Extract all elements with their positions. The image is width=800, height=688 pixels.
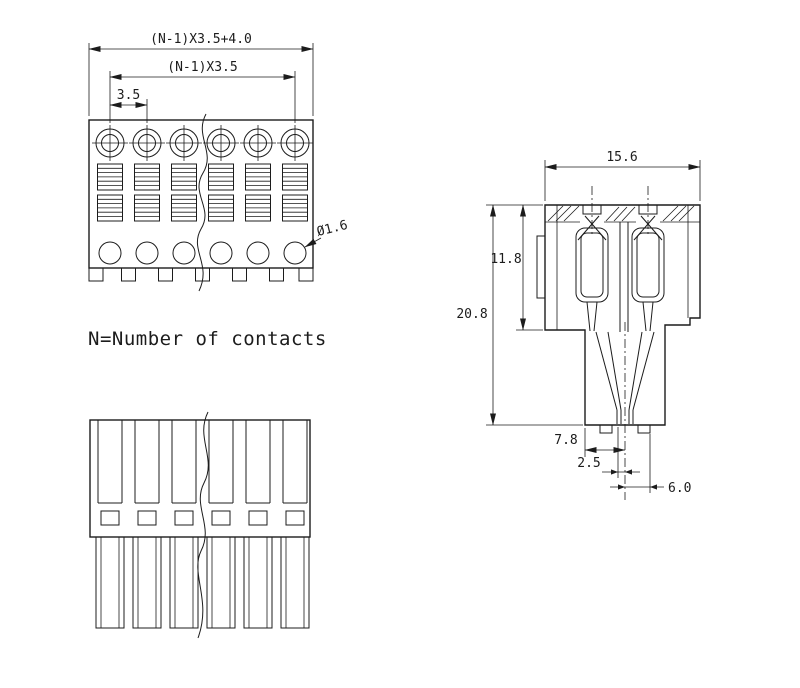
contact-column (276, 124, 314, 265)
contacts-note: N=Number of contacts (88, 328, 327, 350)
dim-hole-diameter-label: Ø1.6 (315, 218, 349, 240)
bottom-view-body (89, 419, 311, 538)
dim-overall-width-label: 15.6 (606, 150, 637, 165)
contact-column (202, 124, 240, 265)
break-line-bottom (197, 411, 209, 639)
dim-pitch-label: 3.5 (117, 88, 140, 103)
bottom-column (243, 419, 273, 629)
side-view-body (536, 186, 701, 500)
bottom-column (169, 419, 199, 629)
bottom-column (206, 419, 236, 629)
bottom-column (95, 419, 125, 629)
front-view-dimensions: (N-1)X3.5+4.0 (N-1)X3.5 3.5 Ø1.6 (88, 32, 349, 248)
dim-contact-span-label: (N-1)X3.5 (167, 60, 237, 75)
front-view: (N-1)X3.5+4.0 (N-1)X3.5 3.5 Ø1.6 (88, 32, 349, 292)
dim-total-width-label: (N-1)X3.5+4.0 (150, 32, 252, 47)
contact-column (165, 124, 203, 265)
contact-column (239, 124, 277, 265)
wire-funnels (595, 331, 655, 424)
contact-column (91, 124, 129, 265)
dim-center-offset-label: 2.5 (577, 456, 600, 471)
side-view-dimensions: 15.6 11.8 20.8 7.8 2.5 6.0 (456, 150, 701, 496)
dim-total-height-label: 20.8 (456, 307, 487, 322)
break-line-front (196, 113, 208, 292)
bottom-view (89, 411, 311, 639)
dim-base-width-label: 7.8 (554, 433, 577, 448)
dim-upper-height-label: 11.8 (490, 252, 521, 267)
side-view: 15.6 11.8 20.8 7.8 2.5 6.0 (456, 150, 701, 500)
bottom-column (280, 419, 310, 629)
contact-column (128, 124, 166, 265)
bottom-column (132, 419, 162, 629)
dim-pin-spacing-label: 6.0 (668, 481, 691, 496)
hole-diameter-callout: Ø1.6 (304, 218, 349, 248)
latch (536, 235, 545, 299)
front-view-body (88, 119, 314, 282)
section-hatching (547, 205, 695, 222)
